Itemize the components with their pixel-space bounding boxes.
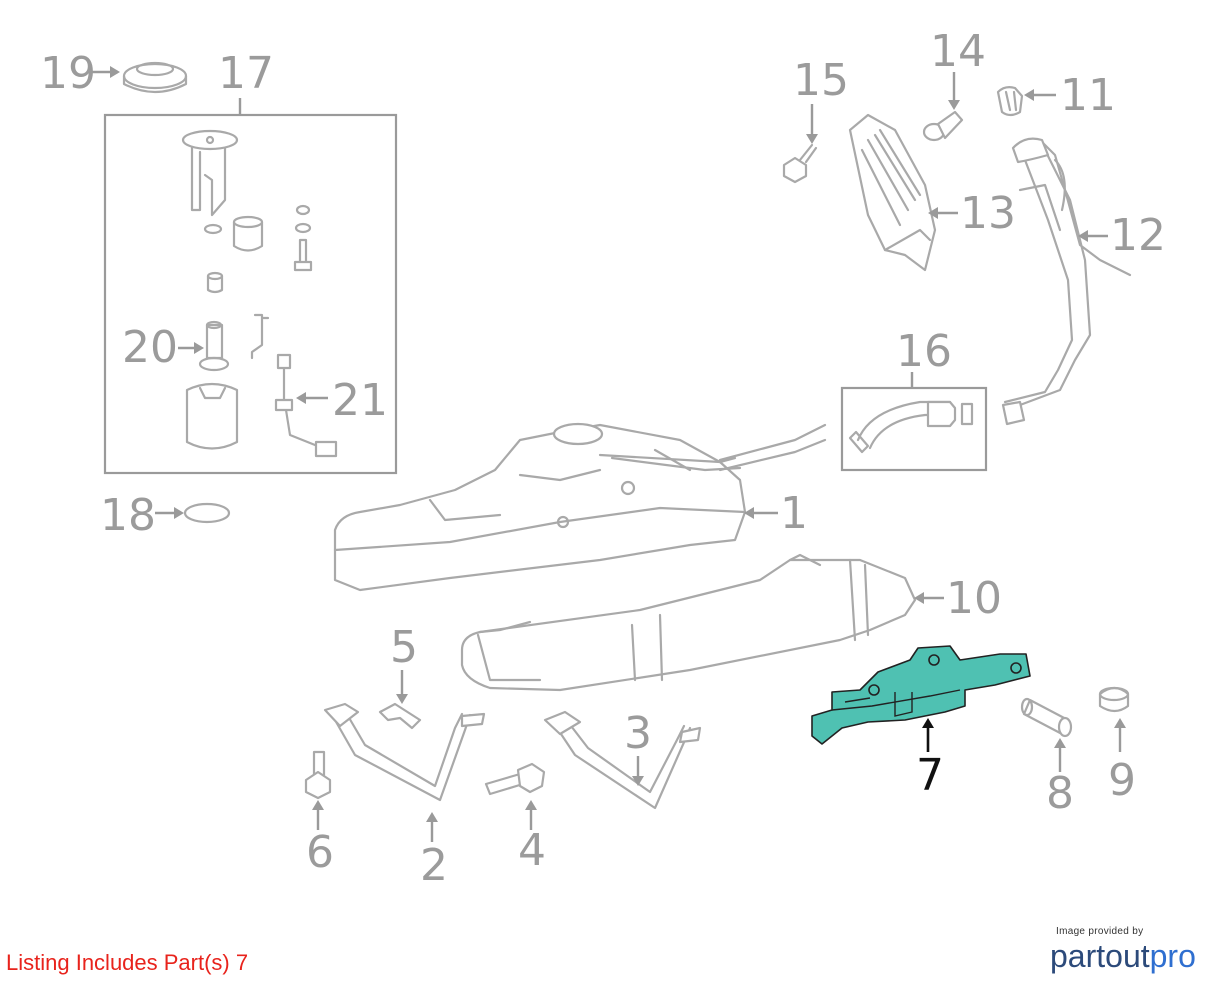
part-14-clip bbox=[922, 110, 964, 142]
partoutpro-logo: partoutpro bbox=[1050, 937, 1210, 975]
part-15-bolt bbox=[782, 143, 818, 184]
part-11-cap bbox=[996, 86, 1024, 117]
credit-caption: Image provided by bbox=[1056, 926, 1144, 937]
part-5-clip bbox=[378, 702, 422, 730]
logo-text-a: partout bbox=[1050, 938, 1150, 974]
callout-9: 9 bbox=[1108, 755, 1136, 806]
part-7-bracket-highlighted bbox=[811, 645, 1031, 745]
part-4-bolt bbox=[484, 762, 546, 796]
part-10-shield bbox=[460, 553, 917, 692]
callout-13: 13 bbox=[960, 188, 1016, 239]
callout-20: 20 bbox=[122, 322, 178, 373]
part-6-bolt bbox=[304, 750, 332, 800]
part-1-fuel-tank bbox=[333, 422, 827, 592]
callout-16: 16 bbox=[896, 326, 952, 377]
callout-1: 1 bbox=[780, 488, 808, 539]
callout-17: 17 bbox=[218, 48, 274, 99]
logo-text-b: pro bbox=[1149, 938, 1196, 974]
part-17-assembly-box bbox=[103, 113, 398, 475]
part-2-strap bbox=[323, 702, 486, 802]
part-13-protector bbox=[848, 113, 937, 272]
callout-19: 19 bbox=[40, 48, 96, 99]
part-8-sleeve bbox=[1020, 697, 1073, 738]
callout-10: 10 bbox=[946, 573, 1002, 624]
partoutpro-credit: Image provided by partoutpro bbox=[1050, 926, 1210, 975]
callout-6: 6 bbox=[306, 827, 334, 878]
part-9-plug bbox=[1098, 686, 1130, 713]
callout-15: 15 bbox=[793, 55, 849, 106]
part-12-filler-pipe bbox=[1001, 137, 1132, 426]
callout-8: 8 bbox=[1046, 768, 1074, 819]
callout-2: 2 bbox=[420, 840, 448, 891]
part-3-strap bbox=[543, 710, 702, 810]
callout-7: 7 bbox=[916, 750, 944, 801]
callout-18: 18 bbox=[100, 490, 156, 541]
callout-14: 14 bbox=[930, 26, 986, 77]
callout-21: 21 bbox=[332, 375, 388, 426]
callout-12: 12 bbox=[1110, 210, 1166, 261]
listing-note: Listing Includes Part(s) 7 bbox=[6, 950, 249, 975]
part-19-ring bbox=[122, 61, 188, 94]
part-16-hose-box bbox=[840, 386, 988, 472]
part-17-pump-components bbox=[181, 129, 338, 458]
part-16-hose bbox=[848, 400, 974, 454]
callout-11: 11 bbox=[1060, 70, 1116, 121]
callout-4: 4 bbox=[518, 825, 546, 876]
callout-3: 3 bbox=[624, 708, 652, 759]
part-18-gasket bbox=[183, 502, 231, 524]
callout-5: 5 bbox=[390, 622, 418, 673]
